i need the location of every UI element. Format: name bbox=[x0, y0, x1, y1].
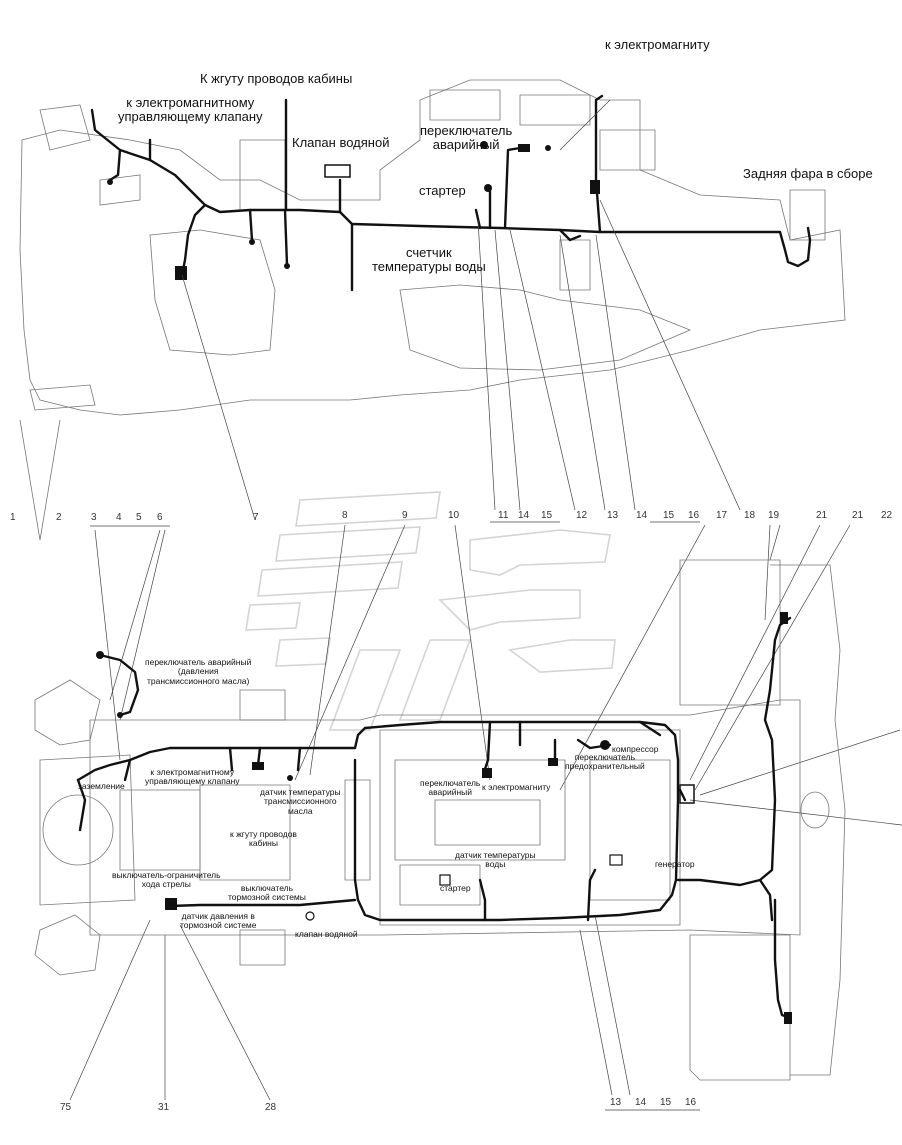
label-hazard-switch: переключатель аварийный bbox=[420, 123, 513, 153]
callout-14b: 14 bbox=[636, 510, 648, 521]
callout-15-bottom: 15 bbox=[660, 1097, 672, 1108]
callout-1: 1 bbox=[10, 512, 16, 523]
label-brake-switch: выключатель тормозной системы bbox=[228, 883, 306, 903]
label-lower-starter: стартер bbox=[440, 883, 471, 893]
callout-21a: 21 bbox=[816, 510, 828, 521]
label-lower-water-temp-sensor: датчик температуры воды bbox=[455, 850, 536, 870]
leader-lines bbox=[69, 99, 902, 1101]
callout-16-bottom: 16 bbox=[685, 1097, 697, 1108]
callout-16: 16 bbox=[688, 510, 700, 521]
label-compressor: компрессор bbox=[612, 744, 659, 754]
callout-75: 75 bbox=[60, 1102, 72, 1113]
callout-10: 10 bbox=[448, 510, 460, 521]
label-solenoid-control-valve: к электромагнитному управляющему клапану bbox=[118, 95, 263, 125]
callout-15b: 15 bbox=[663, 510, 675, 521]
label-water-temp-sensor: счетчик температуры воды bbox=[372, 245, 486, 275]
callout-17: 17 bbox=[716, 510, 728, 521]
label-hazard-switch-transmission: переключатель аварийный (давления трансм… bbox=[145, 657, 252, 686]
callout-bars bbox=[90, 521, 700, 1111]
label-cab-harness: К жгуту проводов кабины bbox=[200, 71, 353, 86]
callout-19: 19 bbox=[768, 510, 780, 521]
callout-14-bottom: 14 bbox=[635, 1097, 647, 1108]
callout-2: 2 bbox=[56, 512, 62, 523]
label-lower-water-valve: клапан водяной bbox=[295, 929, 358, 939]
callout-5: 5 bbox=[136, 512, 142, 523]
lower-chassis-outline bbox=[34, 559, 846, 1081]
label-water-valve: Клапан водяной bbox=[292, 135, 390, 150]
callout-8: 8 bbox=[342, 510, 348, 521]
label-grounding: заземление bbox=[78, 781, 125, 791]
callout-12: 12 bbox=[576, 510, 588, 521]
callout-13-bottom: 13 bbox=[610, 1097, 622, 1108]
callout-28: 28 bbox=[265, 1102, 277, 1113]
watermark-logo bbox=[245, 491, 616, 731]
upper-harness bbox=[90, 94, 812, 292]
callout-9: 9 bbox=[402, 510, 408, 521]
callout-21b: 21 bbox=[852, 510, 864, 521]
callout-15a: 15 bbox=[541, 510, 553, 521]
label-generator: генератор bbox=[655, 859, 695, 869]
label-rear-headlight: Задняя фара в сборе bbox=[743, 166, 873, 181]
label-brake-pressure-sensor: датчик давления в тормозной системе bbox=[180, 911, 257, 931]
callout-11: 11 bbox=[498, 510, 509, 521]
callout-31: 31 bbox=[158, 1102, 170, 1113]
callout-14a: 14 bbox=[518, 510, 530, 521]
label-lower-to-solenoid: к электромагниту bbox=[482, 782, 551, 792]
label-to-solenoid: к электромагниту bbox=[605, 37, 710, 52]
callout-7: 7 bbox=[253, 512, 259, 523]
label-fuse-switch: переключатель предохранительный bbox=[565, 752, 645, 772]
label-trans-oil-temp-sensor: датчик температуры трансмиссионного масл… bbox=[260, 787, 341, 816]
upper-connectors bbox=[107, 141, 600, 280]
callout-22: 22 bbox=[881, 510, 893, 521]
label-lower-solenoid-control-valve: к электромагнитному управляющему клапану bbox=[145, 767, 240, 787]
callout-3: 3 bbox=[91, 512, 97, 523]
label-boom-limit-switch: выключатель-ограничитель хода стрелы bbox=[112, 870, 221, 890]
callout-13: 13 bbox=[607, 510, 619, 521]
lower-connectors bbox=[96, 612, 792, 1024]
callout-6: 6 bbox=[157, 512, 163, 523]
callout-4: 4 bbox=[116, 512, 122, 523]
lower-harness bbox=[76, 616, 792, 1020]
label-lower-hazard-switch: переключатель аварийный bbox=[420, 778, 481, 798]
label-lower-cab-harness: к жгуту проводов кабины bbox=[230, 829, 297, 849]
label-starter: стартер bbox=[419, 183, 466, 198]
callout-18: 18 bbox=[744, 510, 756, 521]
